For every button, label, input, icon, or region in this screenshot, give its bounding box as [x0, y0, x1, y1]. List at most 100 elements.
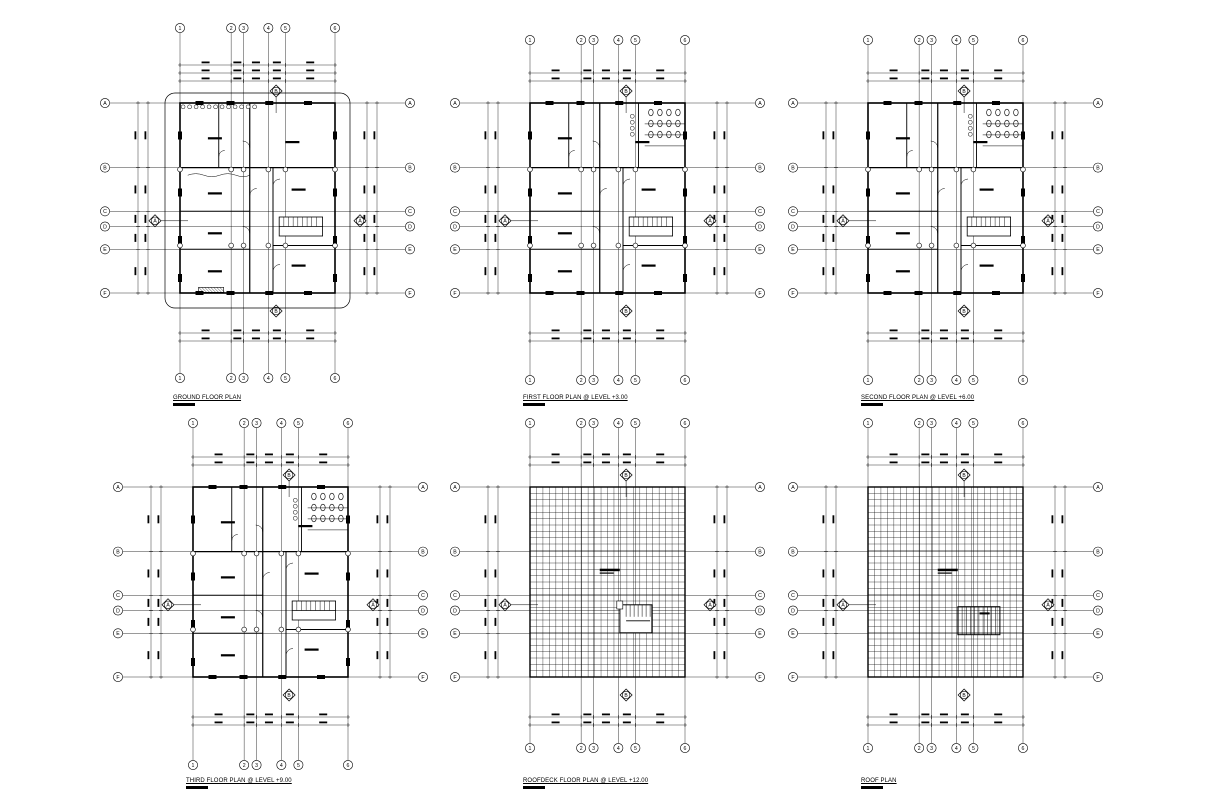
svg-text:3: 3	[592, 746, 595, 752]
svg-text:6: 6	[334, 26, 337, 32]
grid-bubble-4: 4	[613, 418, 624, 428]
svg-text:F: F	[758, 675, 761, 681]
grid-bubble-2: 2	[914, 418, 925, 428]
section-marker: B	[957, 304, 971, 318]
grid-bubble-5: 5	[293, 760, 304, 770]
plan-title-roof: ROOF PLAN	[861, 778, 897, 789]
grid-bubble-6: 6	[680, 418, 690, 428]
svg-text:D: D	[116, 608, 120, 614]
grid-bubble-6: 6	[343, 418, 353, 428]
svg-text:E: E	[791, 631, 795, 637]
svg-text:5: 5	[297, 421, 300, 427]
svg-text:B: B	[624, 693, 628, 699]
svg-text:2: 2	[243, 763, 246, 769]
grid-bubble-A: A	[788, 98, 798, 108]
grid-bubble-B: B	[755, 162, 765, 173]
grid-bubble-2: 2	[576, 418, 587, 428]
svg-text:1: 1	[867, 421, 870, 427]
room-partitions	[868, 103, 1023, 293]
svg-text:F: F	[103, 291, 106, 297]
svg-text:2: 2	[918, 746, 921, 752]
ground-fixtures	[180, 104, 257, 110]
svg-text:3: 3	[592, 421, 595, 427]
svg-text:6: 6	[684, 421, 687, 427]
grid-bubble-6: 6	[1018, 418, 1028, 428]
svg-text:F: F	[1096, 675, 1099, 681]
svg-text:B: B	[962, 693, 966, 699]
svg-text:1: 1	[179, 26, 182, 32]
grid-bubble-2: 2	[914, 35, 925, 45]
grid-bubble-F: F	[755, 672, 765, 682]
svg-text:C: C	[791, 209, 795, 215]
staircase	[966, 216, 1012, 237]
section-marker: A	[1041, 598, 1055, 612]
grid-bubble-E: E	[1093, 628, 1103, 639]
grid-bubble-1: 1	[863, 418, 873, 428]
svg-text:A: A	[1096, 485, 1100, 491]
grid-bubble-2: 2	[914, 375, 925, 385]
svg-text:D: D	[421, 608, 425, 614]
svg-text:4: 4	[617, 421, 620, 427]
svg-text:6: 6	[1022, 421, 1025, 427]
svg-text:1: 1	[192, 763, 195, 769]
svg-text:D: D	[791, 224, 795, 230]
svg-text:A: A	[371, 603, 375, 609]
svg-text:1: 1	[529, 378, 532, 384]
svg-text:A: A	[1046, 219, 1050, 225]
grid-bubble-D: D	[1093, 605, 1103, 616]
staircase	[628, 216, 674, 237]
grid-bubble-3: 3	[238, 373, 249, 383]
grid-bubble-5: 5	[630, 418, 641, 428]
svg-text:E: E	[791, 247, 795, 253]
svg-text:F: F	[791, 675, 794, 681]
svg-text:4: 4	[617, 378, 620, 384]
svg-text:F: F	[1096, 291, 1099, 297]
svg-text:1: 1	[192, 421, 195, 427]
svg-text:6: 6	[684, 38, 687, 44]
svg-text:E: E	[453, 631, 457, 637]
svg-text:A: A	[358, 219, 362, 225]
toilet-fixtures	[630, 108, 685, 147]
grid-bubble-D: D	[1093, 221, 1103, 232]
grid-bubble-B: B	[1093, 162, 1103, 173]
svg-text:6: 6	[334, 376, 337, 382]
grid-bubble-5: 5	[280, 23, 291, 33]
svg-text:6: 6	[347, 763, 350, 769]
plan-title-second: SECOND FLOOR PLAN @ LEVEL +6.00	[861, 395, 974, 406]
svg-text:5: 5	[284, 376, 287, 382]
grid-bubble-F: F	[755, 288, 765, 298]
grid-bubble-C: C	[450, 590, 460, 601]
svg-text:B: B	[758, 550, 762, 556]
grid-bubble-D: D	[788, 605, 798, 616]
staircase	[278, 216, 324, 237]
grid-bubble-6: 6	[1018, 35, 1028, 45]
grid-bubble-3: 3	[926, 375, 937, 385]
svg-text:1: 1	[867, 378, 870, 384]
svg-text:C: C	[758, 593, 762, 599]
svg-text:B: B	[962, 89, 966, 95]
section-marker: A	[498, 598, 512, 612]
svg-text:5: 5	[634, 421, 637, 427]
window-marks	[528, 101, 687, 295]
plan-title-third: THIRD FLOOR PLAN @ LEVEL +9.00	[186, 778, 292, 789]
svg-text:C: C	[758, 209, 762, 215]
svg-text:4: 4	[267, 376, 270, 382]
grid-bubble-D: D	[418, 605, 428, 616]
plan-title-first: FIRST FLOOR PLAN @ LEVEL +3.00	[523, 395, 628, 406]
svg-text:A: A	[408, 101, 412, 107]
svg-text:D: D	[758, 608, 762, 614]
grid-bubble-A: A	[755, 98, 765, 108]
grid-bubble-3: 3	[588, 35, 599, 45]
section-marker: A	[498, 214, 512, 228]
grid-bubble-1: 1	[525, 418, 535, 428]
svg-text:B: B	[791, 550, 795, 556]
svg-text:A: A	[791, 101, 795, 107]
svg-text:A: A	[708, 603, 712, 609]
section-marker: B	[619, 304, 633, 318]
room-partitions	[180, 103, 335, 293]
toilet-fixtures	[293, 492, 348, 531]
svg-text:B: B	[962, 309, 966, 315]
